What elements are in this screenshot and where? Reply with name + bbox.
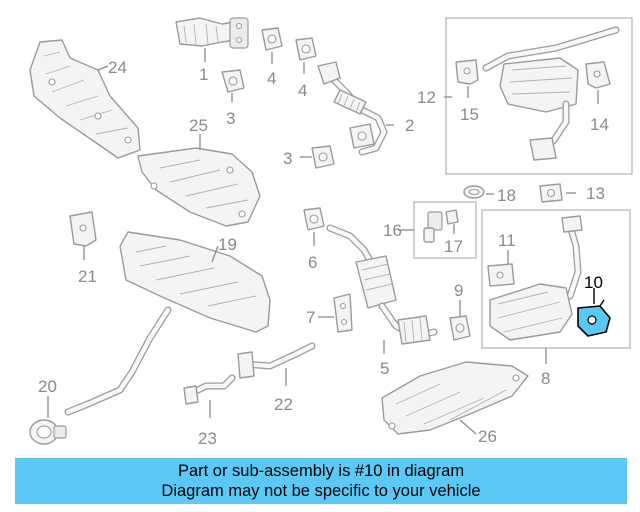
part-24-heat-shield [29,39,141,159]
part-17-sensor [423,209,459,243]
group-box-8 [481,209,631,349]
callout-1: 1 [199,65,208,84]
callout-9: 9 [454,281,463,300]
callout-17: 17 [444,237,463,256]
callout-20: 20 [38,377,57,396]
part-25-heat-shield [137,147,261,227]
part-7-bracket [333,293,353,333]
callout-25: 25 [189,116,208,135]
part-21-bracket [69,211,97,247]
part-3-gasket-upper [221,69,245,93]
banner-line-2: Diagram may not be specific to your vehi… [161,482,481,500]
part-22-connector-pipe [237,342,316,379]
callout-2: 2 [405,116,414,135]
banner-line-1: Part or sub-assembly is #10 in diagram [177,462,465,480]
part-9-gasket [449,315,471,341]
leader-19 [211,245,219,263]
callout-4a: 4 [267,69,276,88]
callout-18: 18 [497,186,516,205]
part-8-muffler-assembly [489,215,583,341]
callout-16: 16 [383,221,402,240]
callout-10: 10 [584,273,603,292]
part-10-hanger-highlighted[interactable] [577,299,611,337]
part-20-clamp [29,419,67,445]
group-box-12 [445,17,633,175]
part-13-gasket [539,183,563,203]
callout-6: 6 [308,253,317,272]
callout-15: 15 [460,105,479,124]
part-23-hose [183,374,236,405]
leader-24 [97,65,109,71]
callout-14: 14 [590,115,609,134]
part-2-front-pipe [317,61,388,156]
part-18-gasket [463,185,485,199]
part-1-pipe [175,17,249,49]
callout-7: 7 [306,308,315,327]
callout-26: 26 [478,427,497,446]
callout-4b: 4 [298,81,307,100]
part-4-gasket-a [261,27,283,51]
part-14-hanger [585,61,611,89]
leader-26 [459,419,477,435]
part-15-hanger [455,59,479,85]
callout-19: 19 [218,235,237,254]
part-3-gasket-lower [311,145,335,169]
callout-8: 8 [541,369,550,388]
part-11-hanger [487,263,515,287]
info-banner: Part or sub-assembly is #10 in diagram D… [15,458,627,504]
callout-21: 21 [78,267,97,286]
callout-22: 22 [274,395,293,414]
callout-12: 12 [417,88,436,107]
callout-3-lower: 3 [283,149,292,168]
callout-3-upper: 3 [226,109,235,128]
part-12-rear-muffler [482,26,620,161]
part-4-gasket-b [295,37,317,61]
callout-13: 13 [586,184,605,203]
callout-5: 5 [380,359,389,378]
part-6-gasket [303,207,325,231]
callout-23: 23 [198,429,217,448]
part-5-catalytic-converter [326,224,438,345]
part-26-heat-shield [381,361,529,435]
callout-24: 24 [108,58,127,77]
callout-11: 11 [498,231,516,250]
part-19-center-muffler [64,231,271,416]
